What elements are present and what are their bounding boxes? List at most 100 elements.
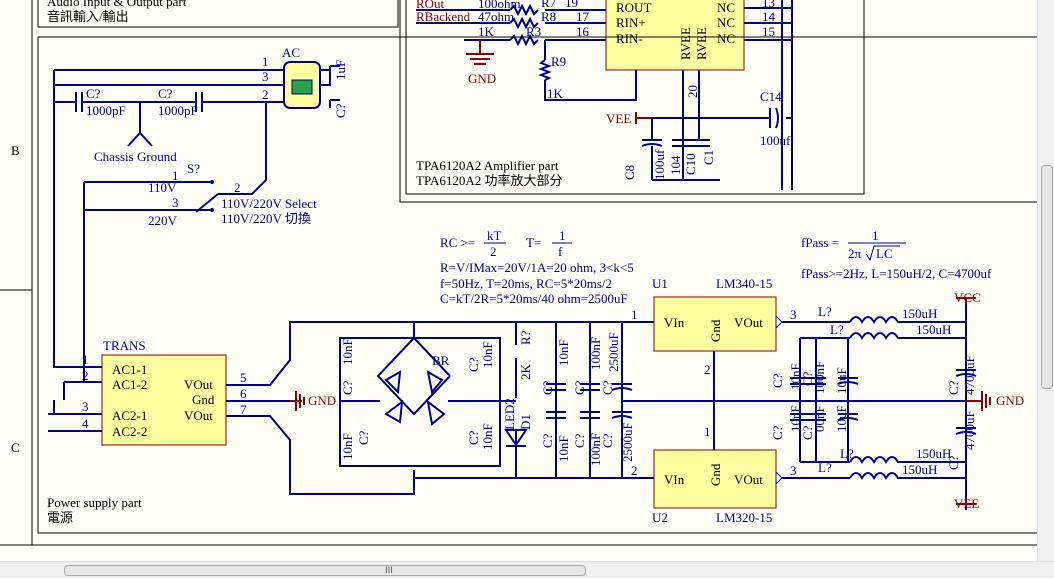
zone-label-b: B bbox=[11, 143, 20, 158]
svg-text:L?: L? bbox=[830, 322, 844, 337]
svg-text:4700uF: 4700uF bbox=[962, 355, 977, 395]
svg-text:C=kT/2R=5*20ms/40 ohm=2500uF: C=kT/2R=5*20ms/40 ohm=2500uF bbox=[440, 291, 628, 306]
svg-text:Gnd: Gnd bbox=[192, 392, 215, 407]
svg-text:2π: 2π bbox=[848, 246, 862, 261]
svg-text:C?: C? bbox=[158, 86, 173, 101]
svg-text:100nF: 100nF bbox=[588, 337, 603, 370]
switch-ref: S? bbox=[187, 161, 200, 176]
svg-text:1: 1 bbox=[262, 54, 269, 69]
svg-text:1: 1 bbox=[82, 352, 89, 367]
svg-text:2: 2 bbox=[490, 244, 497, 259]
svg-text:7: 7 bbox=[240, 402, 247, 417]
svg-text:13: 13 bbox=[762, 0, 775, 10]
svg-text:10nF: 10nF bbox=[480, 341, 495, 368]
vee-label: VEE bbox=[954, 496, 979, 511]
power-title: Power supply part bbox=[47, 495, 142, 510]
svg-text:C?: C? bbox=[600, 433, 615, 448]
amp-vee: VEE bbox=[606, 111, 631, 126]
chassis-ground: Chassis Ground bbox=[94, 149, 177, 164]
horizontal-scroll-thumb[interactable]: III bbox=[64, 565, 586, 576]
svg-text:C?: C? bbox=[333, 103, 348, 118]
svg-text:1: 1 bbox=[172, 168, 179, 183]
svg-text:5: 5 bbox=[240, 370, 247, 385]
svg-text:fPass>=2Hz, L=150uH/2, C=4700u: fPass>=2Hz, L=150uH/2, C=4700uf bbox=[801, 266, 992, 281]
svg-text:2: 2 bbox=[234, 180, 241, 195]
svg-text:1uF: 1uF bbox=[333, 60, 348, 80]
svg-text:150uH: 150uH bbox=[916, 322, 951, 337]
svg-text:1000pF: 1000pF bbox=[86, 103, 126, 118]
svg-text:10uF: 10uF bbox=[834, 405, 849, 432]
audio-io-frame bbox=[37, 0, 399, 28]
svg-text:C?: C? bbox=[800, 425, 815, 440]
svg-text:Gnd: Gnd bbox=[708, 319, 723, 342]
svg-text:NC: NC bbox=[717, 15, 735, 30]
svg-text:10nF: 10nF bbox=[340, 433, 355, 460]
svg-text:RVEE: RVEE bbox=[678, 27, 693, 60]
svg-text:220V: 220V bbox=[148, 213, 178, 228]
svg-text:150uH: 150uH bbox=[902, 306, 937, 321]
svg-text:NC: NC bbox=[717, 0, 735, 15]
ac-inlet-socket bbox=[291, 79, 313, 95]
svg-text:2: 2 bbox=[262, 87, 269, 102]
svg-text:2: 2 bbox=[631, 463, 638, 478]
svg-text:3: 3 bbox=[262, 69, 269, 84]
svg-text:17: 17 bbox=[576, 9, 590, 24]
svg-text:100uf: 100uf bbox=[652, 149, 667, 180]
amp-title-cn: TPA6120A2 功率放大部分 bbox=[416, 173, 563, 188]
svg-text:2: 2 bbox=[704, 362, 711, 377]
svg-text:100nF: 100nF bbox=[812, 361, 827, 394]
amp-frame-inner bbox=[405, 0, 865, 195]
svg-text:15: 15 bbox=[762, 24, 775, 39]
svg-text:RIN-: RIN- bbox=[616, 31, 643, 46]
svg-text:LC: LC bbox=[876, 246, 893, 261]
svg-text:20: 20 bbox=[685, 85, 700, 98]
svg-text:C?: C? bbox=[466, 430, 481, 445]
svg-text:1000pF: 1000pF bbox=[158, 103, 198, 118]
svg-text:19: 19 bbox=[565, 0, 578, 10]
svg-text:2: 2 bbox=[82, 368, 89, 383]
svg-text:10nF: 10nF bbox=[788, 405, 803, 432]
svg-text:10uF: 10uF bbox=[834, 367, 849, 394]
u1-part: LM340-15 bbox=[716, 276, 772, 291]
amp-title: TPA6120A2 Amplifier part bbox=[416, 158, 559, 173]
horizontal-scrollbar[interactable]: III bbox=[0, 561, 1054, 578]
svg-text:ROUT: ROUT bbox=[616, 0, 651, 15]
net-rout: ROut bbox=[416, 0, 445, 11]
u2-ref: U2 bbox=[652, 510, 668, 525]
svg-text:AC1-2: AC1-2 bbox=[112, 377, 147, 392]
svg-text:R=V/IMax=20V/1A=20 ohm, 3<k<5: R=V/IMax=20V/1A=20 ohm, 3<k<5 bbox=[440, 260, 634, 275]
vertical-scroll-thumb[interactable] bbox=[1041, 165, 1053, 389]
ac-ref: AC bbox=[282, 45, 300, 60]
svg-text:10nF: 10nF bbox=[480, 423, 495, 450]
trans-ref: TRANS bbox=[103, 338, 146, 353]
svg-text:1: 1 bbox=[704, 424, 711, 439]
regulator-u2 bbox=[653, 449, 777, 509]
power-title-cn: 電源 bbox=[47, 510, 73, 525]
svg-text:T=: T= bbox=[526, 235, 541, 250]
switch-label-cn: 110V/220V 切換 bbox=[221, 211, 311, 226]
svg-text:NC: NC bbox=[717, 31, 735, 46]
zone-label-c: C bbox=[11, 440, 20, 455]
bridge-ref: BR bbox=[432, 353, 450, 368]
r3-value: 1K bbox=[478, 24, 495, 39]
svg-text:6: 6 bbox=[240, 386, 247, 401]
vertical-scrollbar[interactable] bbox=[1037, 0, 1054, 562]
svg-text:RIN+: RIN+ bbox=[616, 15, 646, 30]
r8-ref: R8 bbox=[541, 9, 556, 24]
switch-label: 110V/220V Select bbox=[221, 196, 317, 211]
svg-text:C?: C? bbox=[770, 373, 785, 388]
svg-text:3: 3 bbox=[790, 307, 797, 322]
svg-text:AC1-1: AC1-1 bbox=[112, 362, 147, 377]
svg-text:C?: C? bbox=[946, 455, 961, 470]
u2-part: LM320-15 bbox=[716, 510, 772, 525]
svg-text:3: 3 bbox=[82, 399, 89, 414]
svg-text:R?: R? bbox=[518, 330, 533, 345]
svg-text:1: 1 bbox=[559, 228, 566, 243]
svg-text:3: 3 bbox=[172, 195, 179, 210]
svg-text:C?: C? bbox=[540, 433, 555, 448]
audio-io-title: Audio Input & Output part bbox=[47, 0, 187, 9]
svg-text:10nF: 10nF bbox=[788, 363, 803, 390]
svg-text:2K: 2K bbox=[518, 364, 533, 381]
svg-text:C?: C? bbox=[946, 380, 961, 395]
svg-text:C?: C? bbox=[86, 86, 101, 101]
